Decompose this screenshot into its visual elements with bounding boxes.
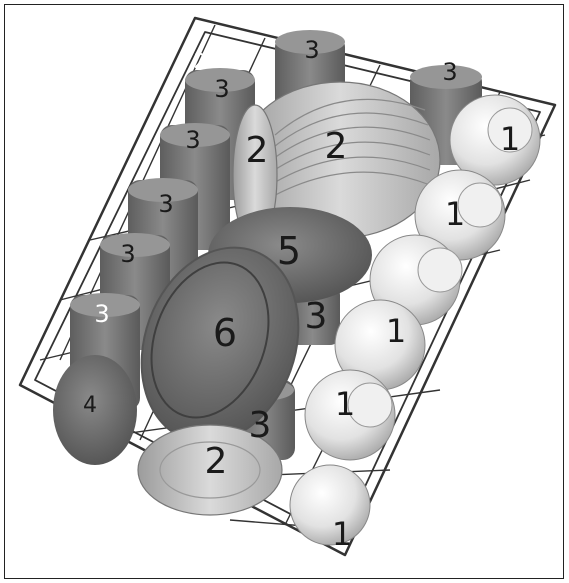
label-3: 3	[185, 126, 200, 154]
mug-opening	[418, 248, 462, 292]
label-1: 1	[386, 312, 406, 350]
label-4: 4	[83, 393, 97, 418]
label-1: 1	[335, 385, 355, 423]
label-3: 3	[442, 58, 457, 86]
label-5: 5	[277, 229, 301, 273]
label-3: 3	[304, 36, 319, 64]
mug	[290, 465, 370, 545]
label-1: 1	[500, 120, 520, 158]
label-3: 3	[158, 190, 173, 218]
label-6: 6	[213, 311, 237, 355]
label-2: 2	[325, 126, 348, 167]
label-2: 2	[205, 441, 228, 482]
label-1: 1	[445, 195, 465, 233]
label-3: 3	[214, 75, 229, 103]
label-3: 3	[120, 240, 135, 268]
label-3: 3	[305, 296, 328, 337]
label-3: 3	[249, 405, 272, 446]
label-2: 2	[246, 130, 269, 171]
label-1: 1	[332, 515, 352, 553]
label-2: 2	[194, 49, 207, 73]
label-3: 3	[94, 300, 109, 328]
